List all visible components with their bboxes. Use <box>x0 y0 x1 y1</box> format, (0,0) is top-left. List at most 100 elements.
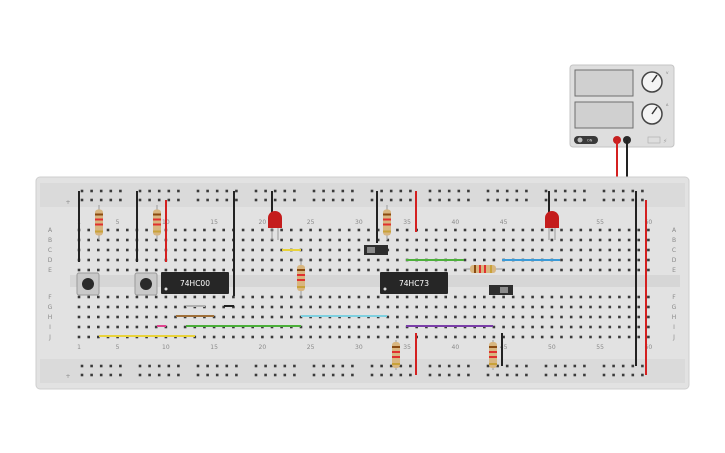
breadboard-hole[interactable] <box>174 268 177 272</box>
breadboard-hole[interactable] <box>203 238 206 242</box>
breadboard-hole[interactable] <box>454 268 457 272</box>
breadboard-hole[interactable] <box>444 305 447 309</box>
breadboard-hole[interactable] <box>376 335 380 339</box>
breadboard-hole[interactable] <box>254 373 258 377</box>
breadboard-hole[interactable] <box>232 315 235 319</box>
breadboard-hole[interactable] <box>222 305 225 309</box>
breadboard-hole[interactable] <box>637 315 640 319</box>
breadboard-hole[interactable] <box>621 198 625 202</box>
breadboard-hole[interactable] <box>290 315 293 319</box>
breadboard-hole[interactable] <box>415 315 418 319</box>
breadboard-hole[interactable] <box>386 258 390 262</box>
breadboard-hole[interactable] <box>550 268 554 272</box>
breadboard-hole[interactable] <box>627 228 631 232</box>
breadboard-hole[interactable] <box>434 228 438 232</box>
breadboard-hole[interactable] <box>505 373 509 377</box>
breadboard-hole[interactable] <box>598 258 602 262</box>
breadboard-hole[interactable] <box>631 373 635 377</box>
breadboard-hole[interactable] <box>135 268 139 272</box>
breadboard-hole[interactable] <box>641 364 644 368</box>
breadboard-hole[interactable] <box>483 315 486 319</box>
breadboard-hole[interactable] <box>370 364 374 368</box>
breadboard-hole[interactable] <box>145 248 148 252</box>
breadboard-hole[interactable] <box>492 258 496 262</box>
breadboard-hole[interactable] <box>544 189 548 193</box>
breadboard-hole[interactable] <box>196 364 200 368</box>
breadboard-hole[interactable] <box>331 198 335 202</box>
breadboard-hole[interactable] <box>608 315 612 319</box>
breadboard-hole[interactable] <box>454 248 457 252</box>
breadboard-hole[interactable] <box>434 268 438 272</box>
breadboard-hole[interactable] <box>531 335 534 339</box>
breadboard-hole[interactable] <box>145 295 148 299</box>
breadboard-hole[interactable] <box>145 238 148 242</box>
breadboard-hole[interactable] <box>505 198 509 202</box>
breadboard-hole[interactable] <box>116 238 119 242</box>
breadboard-hole[interactable] <box>206 198 209 202</box>
breadboard-hole[interactable] <box>618 335 621 339</box>
breadboard-hole[interactable] <box>328 325 332 329</box>
breadboard-hole[interactable] <box>434 305 438 309</box>
breadboard-hole[interactable] <box>444 228 447 232</box>
breadboard-hole[interactable] <box>273 373 277 377</box>
breadboard-hole[interactable] <box>309 228 312 232</box>
breadboard-hole[interactable] <box>608 325 612 329</box>
breadboard-hole[interactable] <box>119 373 122 377</box>
breadboard-hole[interactable] <box>148 364 151 368</box>
breadboard-hole[interactable] <box>135 305 139 309</box>
breadboard-hole[interactable] <box>438 198 441 202</box>
breadboard-hole[interactable] <box>544 364 548 368</box>
breadboard-hole[interactable] <box>90 373 93 377</box>
breadboard-hole[interactable] <box>428 373 432 377</box>
breadboard-hole[interactable] <box>531 325 534 329</box>
breadboard-hole[interactable] <box>232 295 235 299</box>
breadboard-hole[interactable] <box>106 295 110 299</box>
breadboard-hole[interactable] <box>145 228 148 232</box>
breadboard-hole[interactable] <box>309 258 312 262</box>
breadboard-hole[interactable] <box>183 268 187 272</box>
breadboard-hole[interactable] <box>380 373 383 377</box>
breadboard-hole[interactable] <box>637 305 640 309</box>
breadboard-hole[interactable] <box>386 305 390 309</box>
breadboard-hole[interactable] <box>637 268 640 272</box>
breadboard-hole[interactable] <box>457 189 461 193</box>
breadboard-hole[interactable] <box>560 335 563 339</box>
breadboard-hole[interactable] <box>148 189 151 193</box>
breadboard-hole[interactable] <box>396 315 399 319</box>
breadboard-hole[interactable] <box>116 248 119 252</box>
breadboard-hole[interactable] <box>511 335 515 339</box>
breadboard-hole[interactable] <box>357 228 361 232</box>
breadboard-hole[interactable] <box>579 228 583 232</box>
breadboard-hole[interactable] <box>331 373 335 377</box>
breadboard-hole[interactable] <box>215 198 219 202</box>
breadboard-hole[interactable] <box>135 315 139 319</box>
breadboard-hole[interactable] <box>154 268 158 272</box>
breadboard-hole[interactable] <box>351 198 354 202</box>
breadboard-hole[interactable] <box>627 305 631 309</box>
breadboard-hole[interactable] <box>77 295 81 299</box>
breadboard-hole[interactable] <box>87 228 90 232</box>
breadboard-hole[interactable] <box>351 373 354 377</box>
breadboard-hole[interactable] <box>540 305 544 309</box>
breadboard-hole[interactable] <box>525 198 528 202</box>
breadboard-hole[interactable] <box>447 198 451 202</box>
breadboard-hole[interactable] <box>254 198 258 202</box>
breadboard-hole[interactable] <box>126 295 129 299</box>
breadboard-hole[interactable] <box>389 189 393 193</box>
breadboard-hole[interactable] <box>598 315 602 319</box>
breadboard-hole[interactable] <box>511 295 515 299</box>
breadboard-hole[interactable] <box>608 228 612 232</box>
breadboard-hole[interactable] <box>328 335 332 339</box>
breadboard-hole[interactable] <box>409 189 412 193</box>
breadboard-hole[interactable] <box>80 198 84 202</box>
breadboard-hole[interactable] <box>560 258 563 262</box>
breadboard-hole[interactable] <box>550 248 554 252</box>
breadboard-hole[interactable] <box>347 295 351 299</box>
breadboard-hole[interactable] <box>347 238 351 242</box>
breadboard-hole[interactable] <box>174 305 177 309</box>
breadboard-hole[interactable] <box>126 268 129 272</box>
breadboard-hole[interactable] <box>145 268 148 272</box>
breadboard-hole[interactable] <box>97 268 100 272</box>
breadboard-hole[interactable] <box>299 238 303 242</box>
breadboard-hole[interactable] <box>598 335 602 339</box>
